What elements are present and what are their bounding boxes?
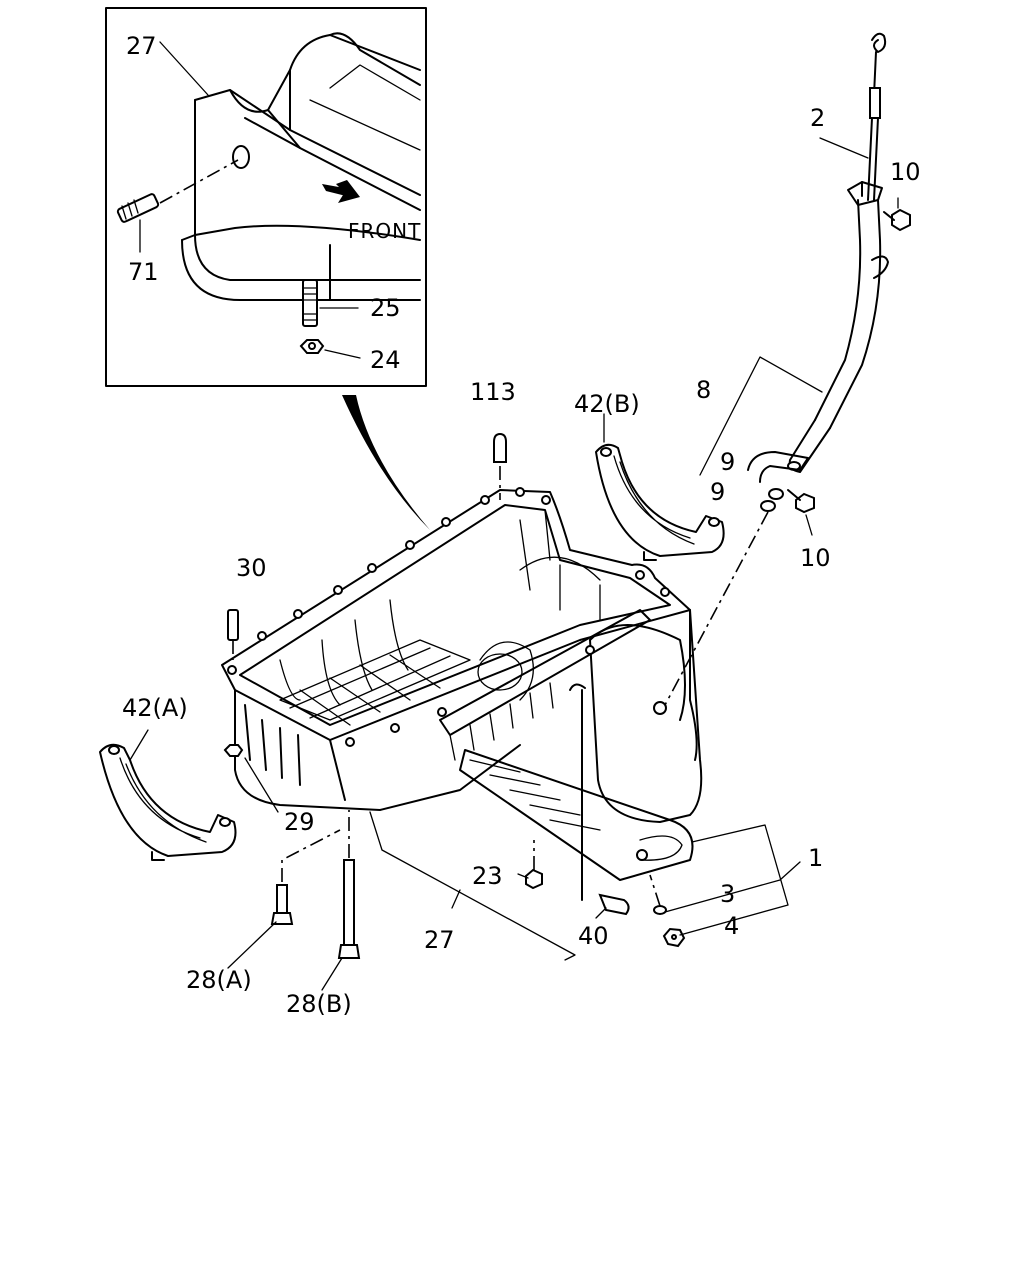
inset-detail: FRONT	[105, 7, 427, 387]
leader-27-inset	[159, 41, 209, 96]
bolt-23	[525, 840, 543, 890]
tube-bracket-9	[747, 451, 809, 512]
callout-71: 71	[128, 258, 159, 286]
stud-30	[227, 609, 239, 660]
inset-frame	[105, 7, 427, 387]
leader-1-bracket	[664, 824, 801, 936]
stud-25	[302, 279, 359, 327]
front-label: FRONT	[348, 219, 421, 243]
callout-3: 3	[720, 880, 735, 908]
leader-40	[595, 907, 607, 919]
dash-gauge-to-pan	[664, 511, 769, 706]
inset-pointer-arc	[342, 395, 430, 530]
oil-pan-main	[221, 487, 703, 881]
front-arrow	[322, 180, 360, 203]
callout-2: 2	[810, 104, 825, 132]
o-ring-9b	[760, 500, 776, 512]
callout-113: 113	[470, 378, 516, 406]
leader-27-main	[369, 811, 576, 961]
callout-42a: 42(A)	[122, 694, 188, 722]
callout-10-bottom: 10	[800, 544, 831, 572]
stud-71	[116, 159, 239, 223]
callout-30: 30	[236, 554, 267, 582]
callout-10-top: 10	[890, 158, 921, 186]
seal-42b	[595, 413, 725, 561]
callout-25: 25	[370, 294, 401, 322]
callout-1: 1	[808, 844, 823, 872]
nut-24	[299, 339, 361, 359]
callout-27-main: 27	[424, 926, 455, 954]
callout-9-a: 9	[720, 448, 735, 476]
callout-4: 4	[724, 912, 739, 940]
callout-40: 40	[578, 922, 609, 950]
callout-28a: 28(A)	[186, 966, 252, 994]
callout-8: 8	[696, 376, 711, 404]
leader-27-main-tick	[451, 889, 461, 909]
leader-8	[699, 356, 823, 476]
callout-24: 24	[370, 346, 401, 374]
leader-2	[819, 137, 869, 159]
washer-3	[649, 874, 667, 915]
callout-28b: 28(B)	[286, 990, 352, 1018]
nut-29	[223, 744, 279, 813]
bolt-10-bottom	[787, 489, 815, 536]
bolt-10-top	[883, 197, 911, 232]
bolt-28b	[321, 810, 361, 991]
dowel-40	[569, 683, 630, 916]
seal-42a	[99, 729, 237, 861]
drain-plug-4	[662, 927, 686, 948]
oil-level-gauge	[787, 32, 889, 473]
o-ring-9a	[768, 488, 784, 500]
leader-23	[517, 873, 529, 879]
flange-bolt-holes	[227, 487, 670, 747]
callout-9-b: 9	[710, 478, 725, 506]
inset-oil-pan-corner	[181, 32, 421, 301]
bolt-28a	[227, 829, 341, 969]
callout-29: 29	[284, 808, 315, 836]
callout-42b: 42(B)	[574, 390, 640, 418]
dowel-113	[493, 432, 507, 500]
callout-23: 23	[472, 862, 503, 890]
callout-27-inset: 27	[126, 32, 157, 60]
